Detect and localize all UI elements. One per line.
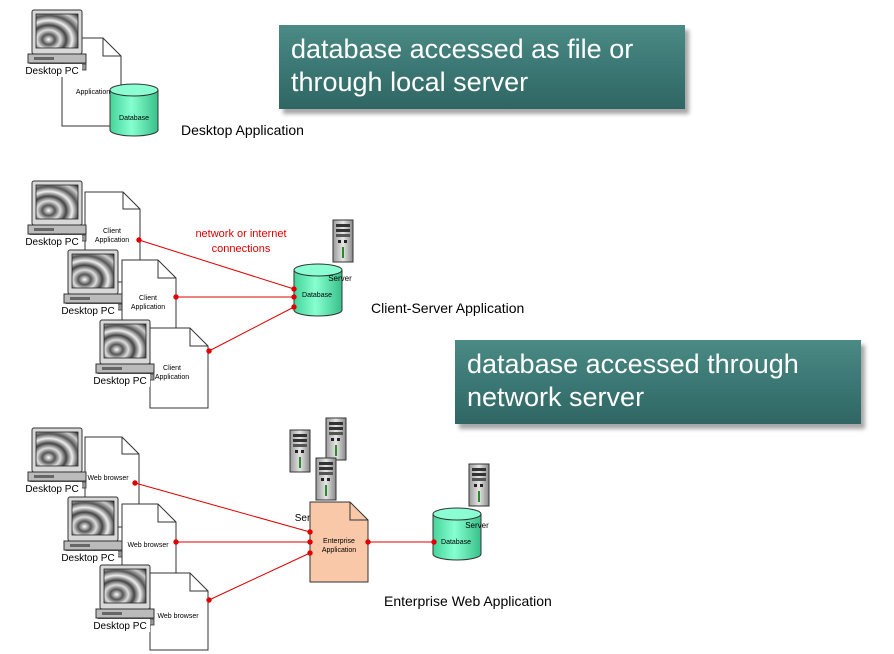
- desktop-pc-icon: [95, 319, 155, 381]
- connections-label-line1: network or internet: [195, 228, 286, 240]
- client-document-3: [149, 327, 209, 409]
- desktop-pc-icon: [27, 180, 87, 242]
- section-title-client-server: Client-Server Application: [371, 300, 524, 316]
- connections-label-line2: connections: [212, 243, 271, 255]
- server-label: Server: [328, 274, 352, 283]
- desktop-pc-icon: [63, 249, 123, 311]
- desktop-pc-icon: [95, 564, 155, 626]
- pc-label: Desktop PC: [93, 376, 146, 387]
- section-title-enterprise: Enterprise Web Application: [384, 593, 552, 609]
- server-icon: [332, 219, 354, 263]
- enterprise-section: Desktop PC Web browser Desktop PC Web br…: [22, 417, 552, 651]
- server-icon: [468, 463, 490, 507]
- desktop-pc-icon: [27, 427, 87, 489]
- client-label: Client: [103, 228, 121, 235]
- server-icon: [325, 417, 347, 461]
- desktop-pc-icon: [27, 9, 87, 71]
- pc-label: Desktop PC: [25, 66, 78, 77]
- pc-label: Desktop PC: [25, 237, 78, 248]
- web-browser-label: Web browser: [127, 542, 169, 549]
- client-label: Client: [139, 295, 157, 302]
- enterprise-label: Enterprise: [323, 538, 355, 545]
- pc-label: Desktop PC: [93, 621, 146, 632]
- server-label: Server: [465, 521, 489, 530]
- database-icon: [109, 83, 159, 137]
- client-server-section: Desktop PC Client Application Desktop PC…: [22, 180, 524, 409]
- pc-label: Desktop PC: [61, 306, 114, 317]
- database-label: Database: [119, 115, 149, 122]
- web-browser-label: Web browser: [87, 475, 129, 482]
- section-title-desktop: Desktop Application: [181, 122, 304, 138]
- application-label: Application: [76, 89, 110, 96]
- application-label: Application: [95, 237, 129, 244]
- web-connections: [132, 480, 437, 603]
- callout-line: database accessed as file or: [291, 34, 634, 64]
- callout-network-access: database accessed through network server: [455, 340, 861, 424]
- callout-line: network server: [467, 382, 645, 412]
- pc-label: Desktop PC: [25, 484, 78, 495]
- server-icon: [289, 429, 311, 473]
- database-icon: [432, 507, 482, 561]
- desktop-pc-icon: [63, 496, 123, 558]
- enterprise-application-document: [309, 501, 369, 583]
- browser-document-3: [149, 572, 209, 651]
- desktop-section: Desktop PC Application Database Desktop …: [22, 9, 304, 138]
- web-browser-label: Web browser: [157, 613, 199, 620]
- pc-label: Desktop PC: [61, 553, 114, 564]
- callout-line: database accessed through: [467, 349, 799, 379]
- database-label: Database: [441, 539, 471, 546]
- server-icon: [315, 457, 337, 501]
- application-label: Application: [155, 374, 189, 381]
- database-icon: [293, 263, 343, 317]
- network-connections: [136, 237, 297, 354]
- application-label: Application: [131, 304, 165, 311]
- callout-line: through local server: [291, 67, 529, 97]
- application-label: Application: [322, 547, 356, 554]
- database-label: Database: [302, 292, 332, 299]
- client-label: Client: [163, 365, 181, 372]
- callout-local-access: database accessed as file or through loc…: [279, 25, 685, 109]
